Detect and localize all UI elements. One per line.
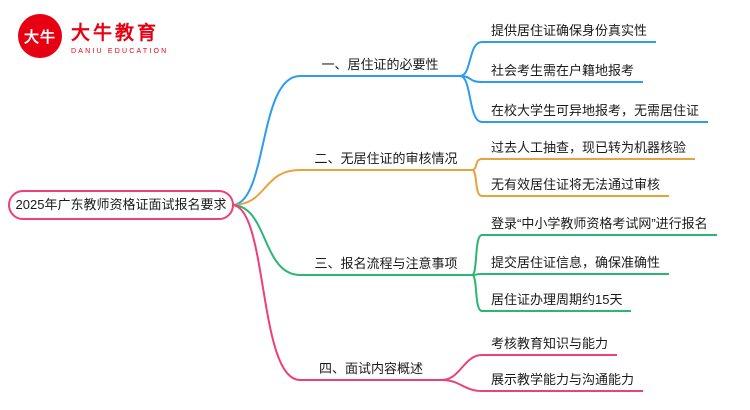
leaf-node: 展示教学能力与沟通能力 [482,370,644,392]
connector-root-branch-3 [231,204,301,276]
connector-b2-leaf-1 [471,158,483,171]
connector-b1-leaf-3 [459,75,483,123]
leaf-node: 考核教育知识与能力 [482,334,618,356]
connector-b4-leaf-1 [441,354,483,381]
daniu-logo-icon: 大牛 [18,14,62,58]
leaf-node: 社会考生需在户籍地报考 [482,61,644,83]
connector-b2-leaf-2 [471,169,483,197]
leaf-node: 过去人工抽查，现已转为机器核验 [482,138,696,160]
branch-2-label: 二、无居住证的审核情况 [300,149,472,171]
leaf-node: 登录“中小学教师资格考试网”进行报名 [482,214,717,236]
connector-b4-leaf-2 [441,379,483,392]
logo-badge-text: 大牛 [23,28,56,46]
leaf-node: 无有效居住证将无法通过审核 [482,175,670,197]
branch-1-label: 一、居住证的必要性 [300,55,460,77]
root-topic: 2025年广东教师资格证面试报名要求 [8,190,234,220]
connector-b3-leaf-1 [471,234,483,276]
connector-b3-leaf-3 [471,274,483,312]
connector-b1-leaf-1 [459,41,483,77]
branch-3-label: 三、报名流程与注意事项 [300,254,472,276]
connector-root-branch-1 [231,75,301,206]
root-topic-label: 2025年广东教师资格证面试报名要求 [15,197,227,212]
connector-root-branch-4 [231,204,301,381]
branch-4-label: 四、面试内容概述 [300,359,442,381]
leaf-node: 在校大学生可异地报考，无需居住证 [482,101,709,123]
connector-root-branch-2 [231,169,301,206]
logo: 大牛 大牛教育 DANIU EDUCATION [18,14,168,58]
leaf-node: 提供居住证确保身份真实性 [482,21,657,43]
brand-name-cn: 大牛教育 [71,22,160,44]
leaf-node: 提交居住证信息，确保准确性 [482,253,670,275]
brand-name-en: DANIU EDUCATION [71,47,169,55]
logo-text: 大牛教育 DANIU EDUCATION [71,18,168,55]
leaf-node: 居住证办理周期约15天 [482,290,632,312]
